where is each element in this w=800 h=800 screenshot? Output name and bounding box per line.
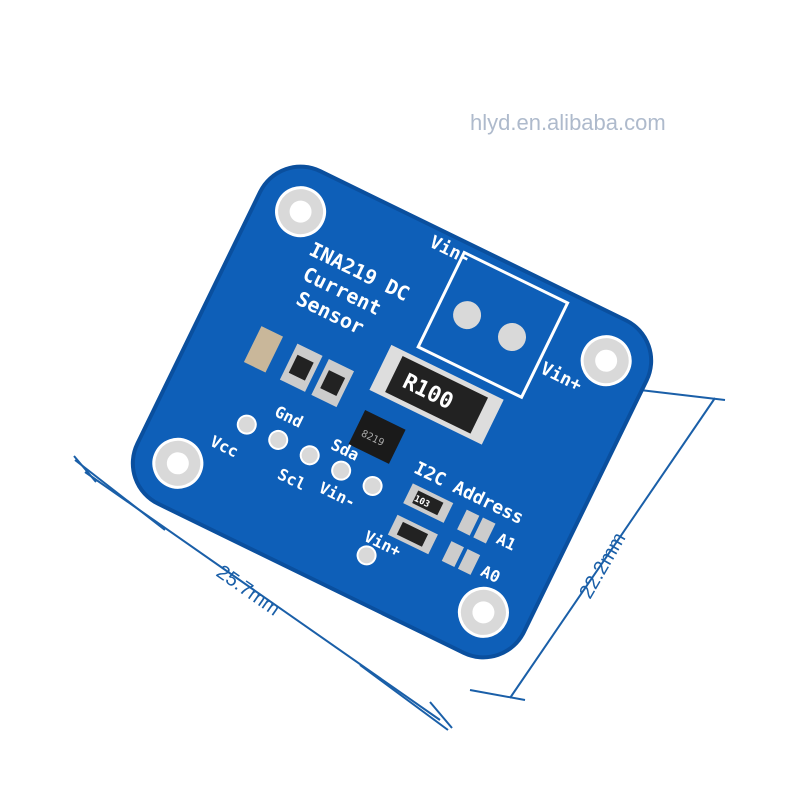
pcb-board xyxy=(130,164,654,660)
terminal-outline xyxy=(416,250,570,400)
header-pins xyxy=(236,414,383,566)
address-jumpers xyxy=(387,483,496,575)
terminal-pad xyxy=(453,301,482,330)
width-label: 25.7mm xyxy=(212,561,284,620)
watermark: hlyd.en.alibaba.com xyxy=(470,110,666,135)
height-label: 22.2mm xyxy=(575,529,630,603)
smd-resistors xyxy=(243,326,355,408)
ina219-chip xyxy=(348,410,406,464)
width-dimension xyxy=(73,455,453,731)
height-dimension xyxy=(469,389,726,701)
terminal-pad xyxy=(498,323,527,352)
